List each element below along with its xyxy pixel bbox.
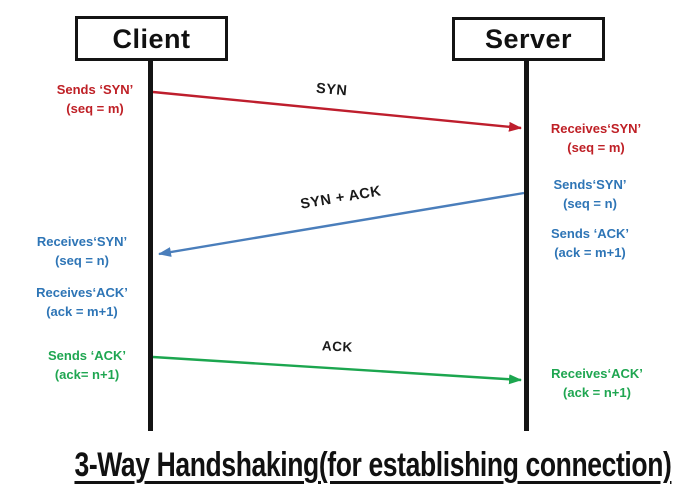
ack-message-label: ACK bbox=[321, 338, 354, 355]
note-line: (ack = m+1) bbox=[46, 304, 118, 319]
syn-ack-message-label: SYN + ACK bbox=[299, 183, 383, 213]
ack-arrow bbox=[152, 355, 522, 385]
server-label: Server bbox=[484, 24, 573, 54]
note-line: Receives‘SYN’ bbox=[36, 234, 128, 249]
note-line: Sends ‘ACK’ bbox=[550, 226, 629, 241]
client-actor-box: Client bbox=[75, 16, 228, 61]
note-line: (seq = m) bbox=[567, 140, 625, 155]
server-actor-box: Server bbox=[452, 17, 605, 61]
note-line: Receives‘ACK’ bbox=[551, 366, 643, 381]
client-label: Client bbox=[112, 24, 191, 54]
client-lifeline bbox=[148, 59, 153, 431]
note-line: Sends‘SYN’ bbox=[553, 177, 627, 192]
note-line: (ack = n+1) bbox=[563, 385, 631, 400]
note-server-receives-ack: Receives‘ACK’ (ack = n+1) bbox=[535, 364, 659, 402]
note-line: Sends ‘ACK’ bbox=[47, 348, 126, 363]
note-server-receives-syn: Receives‘SYN’ (seq = m) bbox=[534, 119, 658, 157]
note-server-sends-syn: Sends‘SYN’ (seq = n) bbox=[528, 175, 652, 213]
note-line: (ack = m+1) bbox=[554, 245, 626, 260]
note-server-sends-ack: Sends ‘ACK’ (ack = m+1) bbox=[528, 224, 652, 262]
note-line: (seq = m) bbox=[66, 101, 124, 116]
note-client-sends-syn: Sends ‘SYN’ (seq = m) bbox=[33, 80, 157, 118]
syn-message-label: SYN bbox=[315, 80, 348, 100]
note-line: Receives‘ACK’ bbox=[36, 285, 128, 300]
note-client-sends-ack: Sends ‘ACK’ (ack= n+1) bbox=[25, 346, 149, 384]
note-line: (ack= n+1) bbox=[54, 367, 120, 382]
note-line: (seq = n) bbox=[563, 196, 617, 211]
note-line: (seq = n) bbox=[55, 253, 109, 268]
diagram-title: 3-Way Handshaking(for establishing conne… bbox=[74, 446, 672, 484]
note-client-receives-ack: Receives‘ACK’ (ack = m+1) bbox=[20, 283, 144, 321]
note-line: Sends ‘SYN’ bbox=[56, 82, 134, 97]
note-line: Receives‘SYN’ bbox=[550, 121, 642, 136]
note-client-receives-syn: Receives‘SYN’ (seq = n) bbox=[20, 232, 144, 270]
server-lifeline bbox=[524, 59, 529, 431]
